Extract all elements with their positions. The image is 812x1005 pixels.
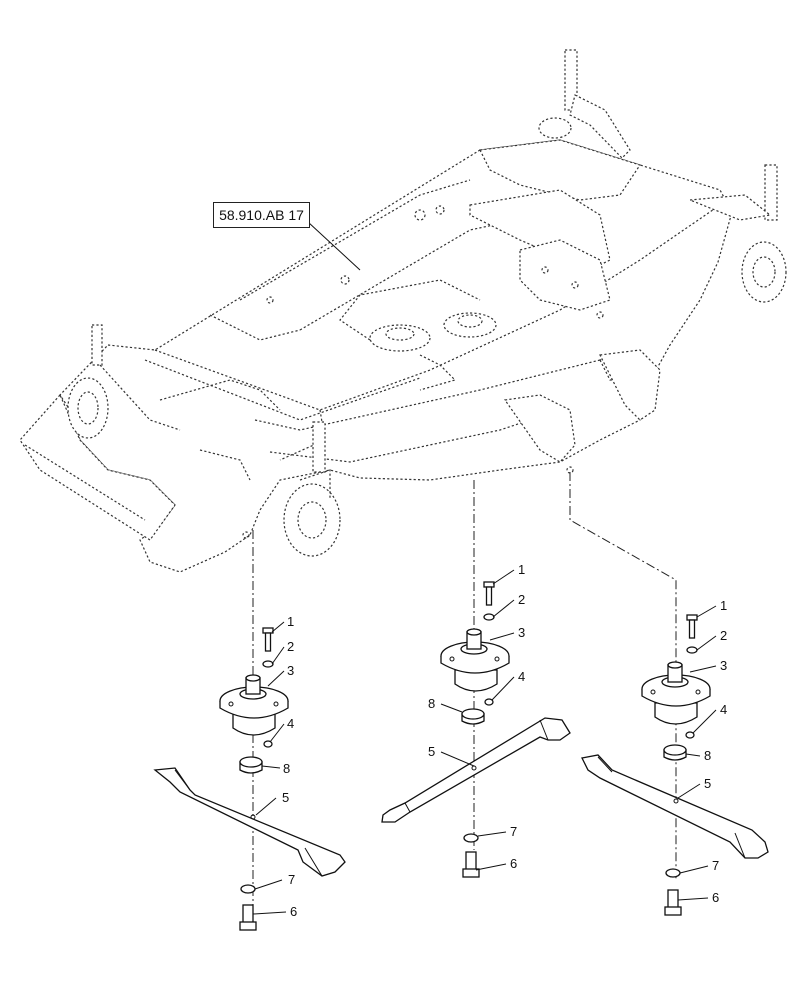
callout-4: 4 — [518, 669, 525, 684]
spindle-assembly-part-3 — [641, 661, 711, 725]
callout-8: 8 — [428, 696, 435, 711]
callout-7: 7 — [288, 872, 295, 887]
callout-1: 1 — [287, 614, 294, 629]
callout-6: 6 — [290, 904, 297, 919]
callout-8: 8 — [704, 748, 711, 763]
nut-part-4 — [263, 740, 273, 748]
bolt-part-6 — [462, 851, 480, 878]
spindle-assembly-part-3 — [219, 674, 289, 736]
callout-2: 2 — [287, 639, 294, 654]
bolt-part-6 — [664, 889, 682, 916]
spindle-assembly-part-3 — [440, 628, 510, 692]
washer-part-7 — [240, 884, 256, 894]
callout-3: 3 — [287, 663, 294, 678]
callout-5: 5 — [428, 744, 435, 759]
callout-8: 8 — [283, 761, 290, 776]
callout-1: 1 — [720, 598, 727, 613]
callout-4: 4 — [287, 716, 294, 731]
caster-wheel-rear-right — [538, 49, 631, 159]
callout-1: 1 — [518, 562, 525, 577]
callout-5: 5 — [704, 776, 711, 791]
caster-wheel-front-center — [283, 421, 341, 557]
blade-part-5 — [581, 754, 769, 859]
washer-part-2 — [483, 613, 495, 621]
washer-part-2 — [262, 660, 274, 668]
bolt-part-1 — [483, 581, 495, 606]
callout-6: 6 — [510, 856, 517, 871]
callout-4: 4 — [720, 702, 727, 717]
callout-labels-right: 1 2 3 4 8 5 7 6 — [704, 598, 727, 905]
spacer-part-8 — [663, 744, 687, 761]
bolt-part-1 — [686, 614, 698, 639]
callout-3: 3 — [518, 625, 525, 640]
callout-7: 7 — [510, 824, 517, 839]
callout-labels-center: 1 2 3 4 8 5 7 6 — [428, 562, 525, 871]
nut-part-4 — [484, 698, 494, 706]
spindle-stack-right — [581, 605, 769, 916]
callout-6: 6 — [712, 890, 719, 905]
callout-2: 2 — [518, 592, 525, 607]
callout-leaders-right — [677, 605, 717, 901]
reference-leader-line — [307, 221, 361, 271]
callout-labels-left: 1 2 3 4 8 5 7 6 — [282, 614, 297, 919]
callout-leaders-center — [440, 569, 515, 871]
caster-wheel-front-left — [67, 324, 181, 439]
spindle-stack-center — [381, 569, 571, 878]
blade-part-5 — [381, 717, 571, 823]
reference-link[interactable]: 58.910.AB 17 — [213, 202, 310, 228]
washer-part-2 — [686, 646, 698, 654]
mower-deck — [19, 139, 733, 573]
nut-part-4 — [685, 731, 695, 739]
callout-7: 7 — [712, 858, 719, 873]
callout-5: 5 — [282, 790, 289, 805]
bolt-part-1 — [262, 627, 274, 652]
spindle-stack-left — [153, 621, 346, 931]
callout-2: 2 — [720, 628, 727, 643]
callout-3: 3 — [720, 658, 727, 673]
caster-wheel-right — [689, 164, 787, 303]
spacer-part-8 — [239, 756, 263, 774]
washer-part-7 — [665, 868, 681, 878]
callout-leaders-left — [252, 621, 287, 915]
bolt-part-6 — [239, 904, 257, 931]
spacer-part-8 — [461, 708, 485, 725]
washer-part-7 — [463, 833, 479, 843]
blade-part-5 — [153, 767, 346, 877]
